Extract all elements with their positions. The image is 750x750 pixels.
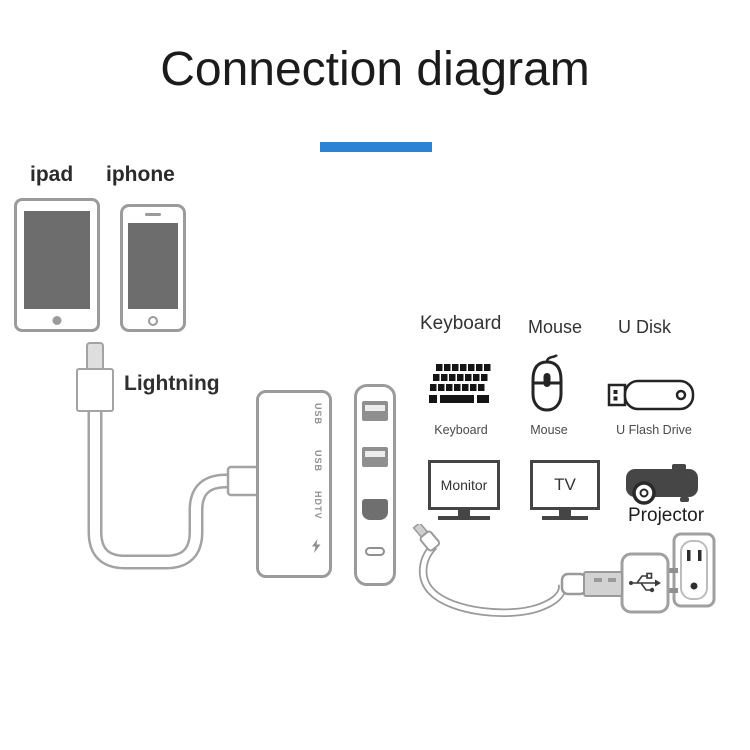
udisk-header: U Disk (618, 317, 671, 337)
lightning-connector-tip (86, 342, 104, 370)
hub-port-label-usb2: USB (313, 450, 323, 473)
hub-front-view: USB USB HDTV (256, 390, 332, 578)
usb-a-port-2 (362, 447, 388, 467)
usb-a-plug-icon (560, 571, 623, 597)
monitor-stand-neck (458, 510, 470, 516)
ipad-illustration (14, 198, 100, 332)
mouse-header: Mouse (528, 317, 583, 337)
hdmi-port (362, 499, 388, 520)
cable-core (90, 405, 246, 567)
udisk-body (623, 379, 695, 411)
cable-end-connector-icon (412, 524, 441, 552)
usb-trident-symbol (629, 572, 661, 593)
iphone-home-button (148, 316, 158, 326)
ipad-label: ipad (30, 163, 74, 186)
keyboard-icon (429, 364, 491, 403)
mouse-caption: Mouse (530, 423, 568, 437)
udisk-hole (675, 389, 687, 401)
power-cable-core (420, 544, 565, 616)
cable-plug (226, 465, 260, 497)
projector-label: Projector (628, 505, 705, 526)
tv-stand-base (542, 516, 588, 520)
ipad-screen (24, 211, 90, 309)
page-title: Connection diagram (160, 43, 590, 96)
lightning-connector-body (76, 368, 114, 412)
lightning-bolt-icon (312, 539, 321, 553)
keyboard-keys (429, 364, 491, 403)
usb-a-port-1 (362, 401, 388, 421)
projector-icon (626, 464, 698, 505)
hub-port-label-usb1: USB (313, 403, 323, 426)
iphone-speaker (145, 213, 161, 216)
ipad-home-button (52, 316, 62, 325)
keyboard-header: Keyboard (420, 313, 502, 334)
iphone-screen (128, 223, 178, 309)
iphone-label: iphone (106, 163, 175, 186)
usb-c-port (365, 547, 385, 556)
mouse-icon (531, 354, 563, 412)
usb-wall-charger-icon (620, 552, 670, 614)
title-accent-bar (320, 142, 432, 152)
keyboard-caption: Keyboard (434, 423, 488, 437)
hub-port-label-hdtv: HDTV (313, 491, 323, 520)
power-outlet-icon (672, 532, 716, 608)
udisk-caption: U Flash Drive (616, 423, 692, 437)
monitor-icon: Monitor (428, 460, 500, 510)
mouse-wheel (543, 373, 551, 387)
usb-cable-charger-outlet-icon (412, 524, 716, 617)
udisk-connector (607, 383, 627, 407)
iphone-illustration (120, 204, 186, 332)
monitor-stand-base (438, 516, 490, 520)
cable-outline (87, 405, 246, 570)
lightning-label: Lightning (124, 372, 220, 395)
hub-side-view (354, 384, 396, 586)
tv-icon: TV (530, 460, 600, 510)
tv-stand-neck (559, 510, 571, 516)
usb-flash-drive-icon (607, 379, 695, 411)
mouse-cable (545, 354, 558, 363)
